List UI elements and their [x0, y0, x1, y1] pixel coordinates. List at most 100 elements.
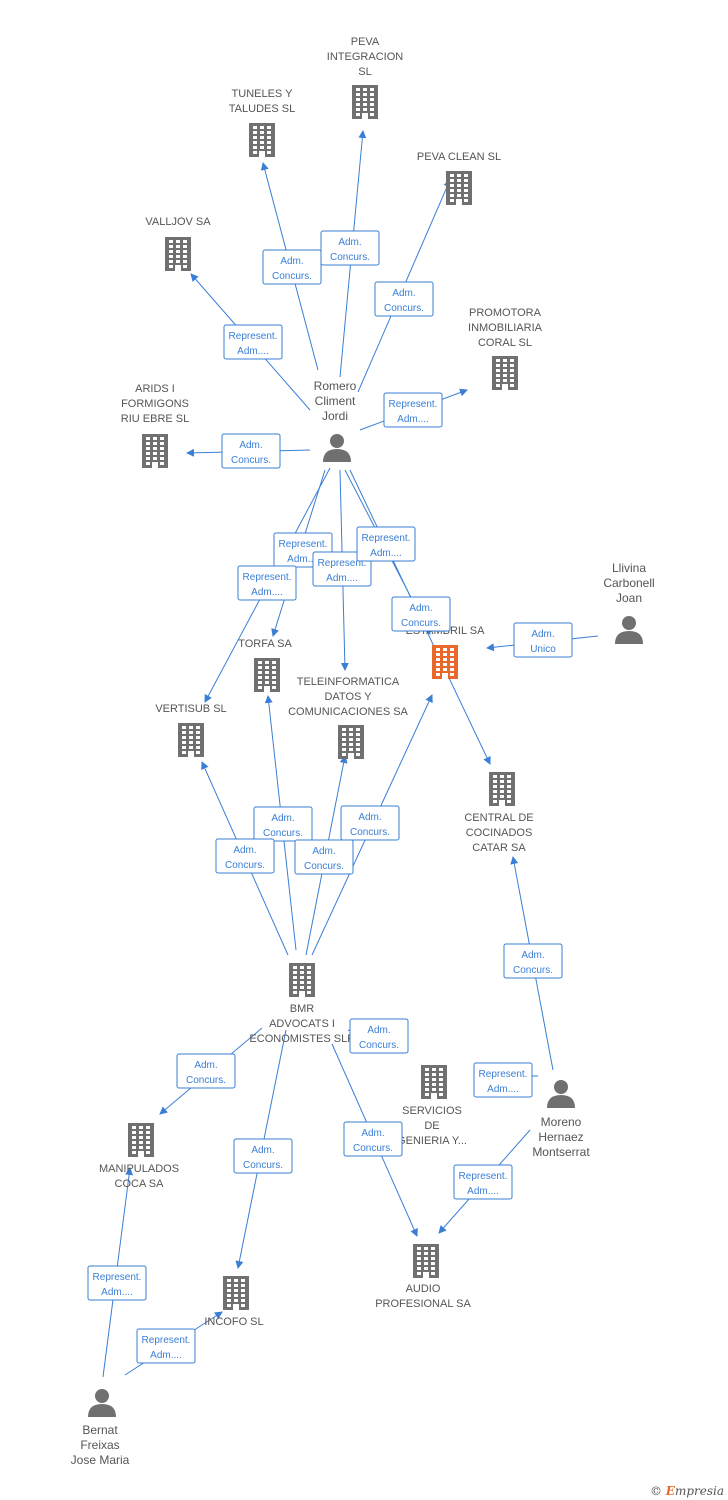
edge-label-text: Adm.Concurs. [186, 1060, 226, 1086]
node-label: VALLJOV SA [145, 216, 211, 228]
node-vertisub[interactable]: VERTISUB SL [155, 703, 227, 757]
edge-label-romero-central[interactable]: Adm.Concurs. [391, 596, 451, 632]
building-icon [492, 356, 518, 390]
building-icon [254, 658, 280, 692]
edge-label-bmr-vertisub[interactable]: Adm.Concurs. [215, 838, 275, 874]
building-icon [178, 723, 204, 757]
edge-label-romero-estambril[interactable]: Represent.Adm.... [356, 526, 416, 562]
person-icon [615, 616, 643, 644]
edge-label-text: Adm.Unico [530, 629, 556, 655]
edge-label-text: Represent.Adm.... [362, 533, 411, 559]
edge-label-bmr-manipulados[interactable]: Adm.Concurs. [176, 1053, 236, 1089]
edge-label-llivina-estambril[interactable]: Adm.Unico [513, 622, 573, 658]
node-incofo[interactable]: INCOFO SL [204, 1276, 264, 1328]
node-label: INCOFO SL [204, 1316, 263, 1328]
building-icon [165, 237, 191, 271]
edge-label-bmr-torfa[interactable]: Adm.Concurs. [253, 806, 313, 842]
edge-label-text: Represent.Adm.... [142, 1335, 191, 1361]
node-estambril[interactable]: ESTAMBRIL SA [406, 625, 486, 679]
edge-label-romero-peva_clean[interactable]: Adm.Concurs. [374, 281, 434, 317]
person-icon [547, 1080, 575, 1108]
building-icon [249, 123, 275, 157]
edge-label-moreno-audio[interactable]: Represent.Adm.... [453, 1164, 513, 1200]
building-icon [413, 1244, 439, 1278]
edge-label-box [237, 565, 297, 601]
edge-label-bernat-incofo[interactable]: Represent.Adm.... [136, 1328, 196, 1364]
edge-label-text: Represent.Adm.... [93, 1272, 142, 1298]
edge-label-box [343, 1121, 403, 1157]
edge-label-text: Adm.Concurs. [350, 812, 390, 838]
edge-label-box [320, 230, 380, 266]
edge-label-romero-peva_integ[interactable]: Adm.Concurs. [320, 230, 380, 266]
node-torfa[interactable]: TORFA SA [238, 638, 292, 692]
edge-label-romero-arids[interactable]: Adm.Concurs. [221, 433, 281, 469]
edge-label-box [383, 392, 443, 428]
edge-label-text: Represent.Adm.... [318, 558, 367, 584]
brand-logo: © Empresia [650, 1484, 724, 1498]
node-peva_clean[interactable]: PEVA CLEAN SL [417, 151, 501, 205]
edge-label-text: Represent.Adm.... [389, 399, 438, 425]
edge-label-box [374, 281, 434, 317]
brand-text: mpresia [674, 1484, 724, 1498]
edge-label-text: Represent.Adm.... [229, 331, 278, 357]
node-valljov[interactable]: VALLJOV SA [145, 216, 211, 271]
edge-label-text: Adm.Concurs. [231, 440, 271, 466]
brand-symbol: © [649, 1484, 662, 1498]
edge-label-romero-vertisub[interactable]: Represent.Adm.... [237, 565, 297, 601]
building-icon [432, 645, 458, 679]
edge-label-bernat-manipulados[interactable]: Represent.Adm.... [87, 1265, 147, 1301]
edge-label-bmr-estambril[interactable]: Adm.Concurs. [340, 805, 400, 841]
edge-label-box [356, 526, 416, 562]
edge-label-romero-valljov[interactable]: Represent.Adm.... [223, 324, 283, 360]
person-icon [88, 1389, 116, 1417]
edge-label-text: Represent.Adm.... [279, 539, 328, 565]
edge-label-box [453, 1164, 513, 1200]
edge-label-bmr-servicios[interactable]: Adm.Concurs. [349, 1018, 409, 1054]
edge-label-moreno-servicios[interactable]: Represent.Adm.... [473, 1062, 533, 1098]
edge-label-box [253, 806, 313, 842]
edge-label-romero-teleinf[interactable]: Represent.Adm.... [312, 551, 372, 587]
edge-label-bmr-incofo[interactable]: Adm.Concurs. [233, 1138, 293, 1174]
edge-label-text: Adm.Concurs. [263, 813, 303, 839]
edge-label-romero-tuneles[interactable]: Adm.Concurs. [262, 249, 322, 285]
edge-label-box [312, 551, 372, 587]
edge-label-text: Adm.Concurs. [401, 603, 441, 629]
building-icon [489, 772, 515, 806]
edge-label-bmr-audio[interactable]: Adm.Concurs. [343, 1121, 403, 1157]
edge-label-box [294, 839, 354, 875]
edge-label-box [215, 838, 275, 874]
node-label: TORFA SA [238, 638, 292, 650]
edge-label-text: Adm.Concurs. [359, 1025, 399, 1051]
edge-label-moreno-central[interactable]: Adm.Concurs. [503, 943, 563, 979]
building-icon [338, 725, 364, 759]
edge-label-bmr-teleinf[interactable]: Adm.Concurs. [294, 839, 354, 875]
building-icon [421, 1065, 447, 1099]
person-icon [323, 434, 351, 462]
edge-label-text: Adm.Concurs. [272, 256, 312, 282]
edge-label-romero-promotora[interactable]: Represent.Adm.... [383, 392, 443, 428]
edge-label-box [176, 1053, 236, 1089]
